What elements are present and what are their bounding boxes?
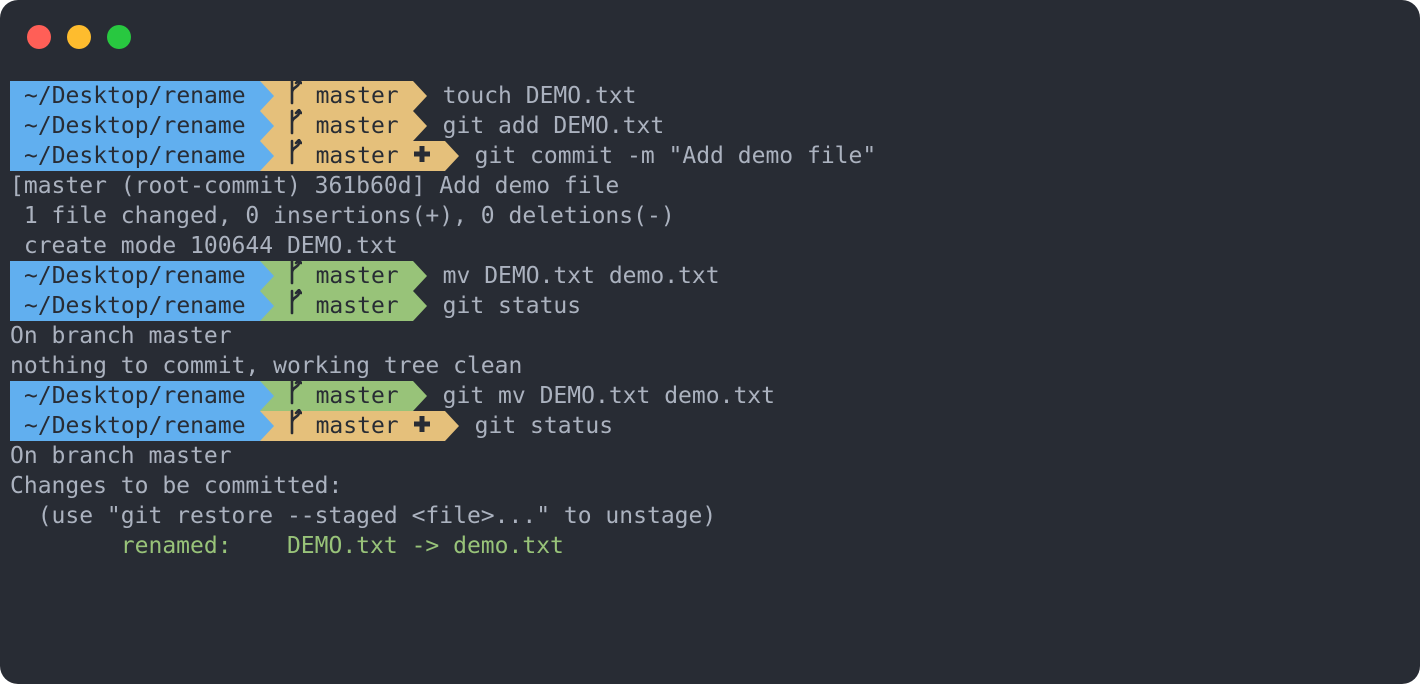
branch-name: master	[315, 113, 399, 139]
output-line: create mode 100644 DEMO.txt	[10, 231, 1410, 261]
close-button[interactable]	[27, 25, 51, 49]
prompt-branch: master	[273, 257, 413, 293]
git-branch-icon	[288, 107, 302, 143]
branch-name: master	[315, 293, 399, 319]
output-line: 1 file changed, 0 insertions(+), 0 delet…	[10, 201, 1410, 231]
prompt-path: ~/Desktop/rename	[10, 411, 260, 441]
git-branch-icon	[288, 77, 302, 113]
maximize-button[interactable]	[107, 25, 131, 49]
git-branch-icon	[288, 257, 302, 293]
prompt-line: ~/Desktop/rename master git add DEMO.txt	[10, 107, 1410, 143]
command-text: git status	[442, 293, 582, 319]
prompt-path: ~/Desktop/rename	[10, 111, 260, 141]
git-branch-icon	[288, 287, 302, 323]
branch-name: master	[315, 383, 399, 409]
powerline-separator	[259, 261, 274, 291]
prompt-branch: master	[273, 107, 413, 143]
command-text: git commit -m "Add demo file"	[474, 143, 877, 169]
powerline-separator	[259, 411, 274, 441]
output-text: Changes to be committed:	[10, 473, 343, 499]
output-line: nothing to commit, working tree clean	[10, 351, 1410, 381]
output-line: [master (root-commit) 361b60d] Add demo …	[10, 171, 1410, 201]
output-text: On branch master	[10, 323, 232, 349]
powerline-separator	[259, 111, 274, 141]
powerline-separator	[259, 381, 274, 411]
prompt-branch: master	[273, 377, 413, 413]
prompt-branch: master	[273, 137, 445, 173]
output-text: [master (root-commit) 361b60d] Add demo …	[10, 173, 620, 199]
output-text: 1 file changed, 0 insertions(+), 0 delet…	[10, 203, 675, 229]
window-controls	[27, 25, 131, 49]
prompt-branch: master	[273, 407, 445, 443]
prompt-line: ~/Desktop/rename master mv DEMO.txt demo.t…	[10, 257, 1410, 293]
git-branch-icon	[288, 407, 302, 443]
command-text: git mv DEMO.txt demo.txt	[442, 383, 775, 409]
branch-name: master	[315, 143, 399, 169]
prompt-line: ~/Desktop/rename master touch DEMO.txt	[10, 77, 1410, 113]
prompt-path: ~/Desktop/rename	[10, 81, 260, 111]
powerline-separator	[412, 291, 427, 321]
output-line: Changes to be committed:	[10, 471, 1410, 501]
output-text: (use "git restore --staged <file>..." to…	[10, 503, 717, 529]
output-text: On branch master	[10, 443, 232, 469]
output-line: (use "git restore --staged <file>..." to…	[10, 501, 1410, 531]
powerline-separator	[259, 141, 274, 171]
command-text: mv DEMO.txt demo.txt	[442, 263, 720, 289]
powerline-separator	[412, 381, 427, 411]
git-branch-icon	[288, 137, 302, 173]
command-text: git add DEMO.txt	[442, 113, 665, 139]
output-text: renamed: DEMO.txt -> demo.txt	[10, 533, 564, 559]
output-text: nothing to commit, working tree clean	[10, 353, 523, 379]
output-line: On branch master	[10, 321, 1410, 351]
plus-icon	[413, 141, 431, 171]
prompt-path: ~/Desktop/rename	[10, 381, 260, 411]
minimize-button[interactable]	[67, 25, 91, 49]
prompt-branch: master	[273, 77, 413, 113]
prompt-line: ~/Desktop/rename master git commit -m "Add…	[10, 137, 1410, 173]
powerline-separator	[412, 261, 427, 291]
plus-icon	[413, 411, 431, 441]
command-text: git status	[474, 413, 614, 439]
output-text: create mode 100644 DEMO.txt	[10, 233, 398, 259]
powerline-separator	[412, 81, 427, 111]
prompt-line: ~/Desktop/rename master git mv DEMO.txt de…	[10, 377, 1410, 413]
output-line: On branch master	[10, 441, 1410, 471]
prompt-path: ~/Desktop/rename	[10, 291, 260, 321]
prompt-line: ~/Desktop/rename master git status	[10, 407, 1410, 443]
output-line: renamed: DEMO.txt -> demo.txt	[10, 531, 1410, 561]
prompt-path: ~/Desktop/rename	[10, 141, 260, 171]
git-branch-icon	[288, 377, 302, 413]
prompt-line: ~/Desktop/rename master git status	[10, 287, 1410, 323]
powerline-separator	[259, 81, 274, 111]
powerline-separator	[259, 291, 274, 321]
powerline-separator	[444, 141, 459, 171]
powerline-separator	[444, 411, 459, 441]
branch-name: master	[315, 413, 399, 439]
branch-name: master	[315, 263, 399, 289]
command-text: touch DEMO.txt	[442, 83, 637, 109]
branch-name: master	[315, 83, 399, 109]
prompt-path: ~/Desktop/rename	[10, 261, 260, 291]
prompt-branch: master	[273, 287, 413, 323]
powerline-separator	[412, 111, 427, 141]
